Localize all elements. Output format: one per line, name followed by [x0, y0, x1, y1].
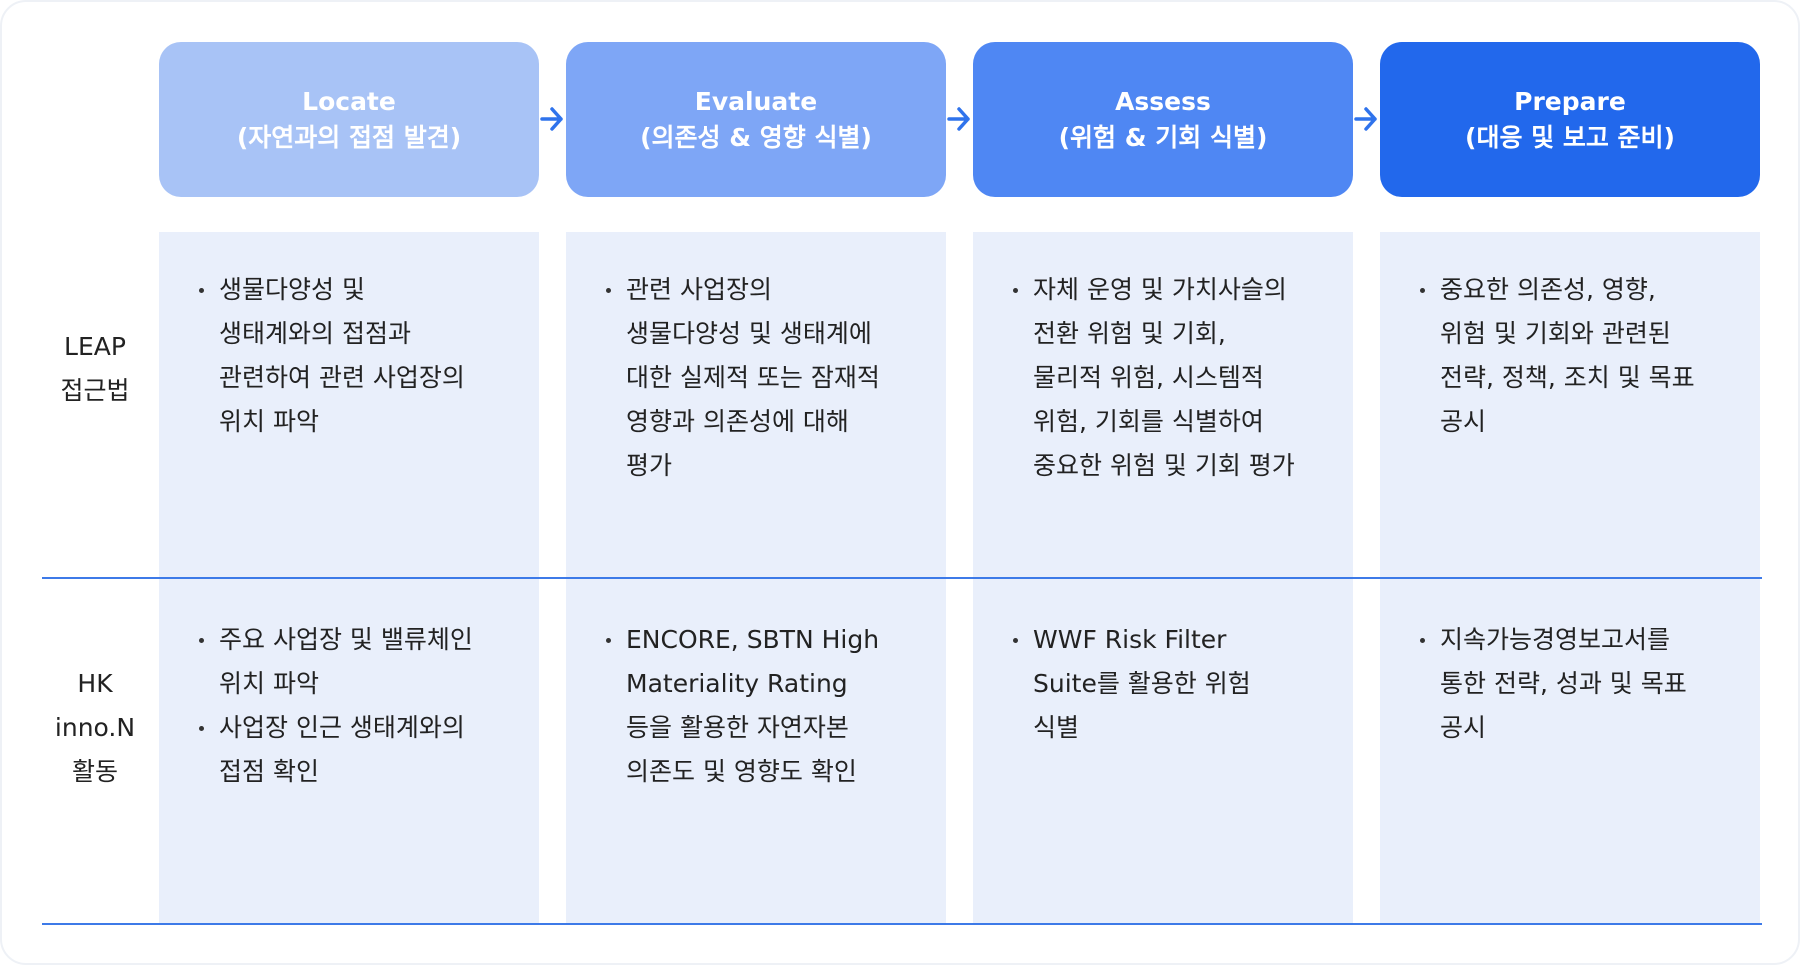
step-subtitle: (자연과의 접점 발견)	[236, 122, 462, 152]
step-name: Locate	[302, 86, 396, 116]
leap-prepare-cell: 중요한 의존성, 영향,위험 및 기회와 관련된 전략, 정책, 조치 및 목표…	[1420, 268, 1720, 444]
row-label-leap: LEAP 접근법	[60, 332, 130, 405]
bullet-item: 중요한 의존성, 영향,위험 및 기회와 관련된 전략, 정책, 조치 및 목표…	[1420, 268, 1720, 444]
step-header-evaluate: Evaluate (의존성 & 영향 식별)	[566, 42, 946, 197]
step-header-locate: Locate (자연과의 접점 발견)	[159, 42, 539, 197]
row-label-hk-innon: HK inno.N 활동	[54, 669, 136, 786]
arrow-right-icon	[540, 107, 563, 131]
step-name: Prepare	[1514, 86, 1626, 116]
step-subtitle: (대응 및 보고 준비)	[1465, 122, 1675, 152]
step-name: Evaluate	[694, 86, 818, 116]
row-divider	[42, 577, 1762, 579]
step-subtitle: (위험 & 기회 식별)	[1058, 122, 1268, 152]
row-divider-bottom	[42, 923, 1762, 925]
step-name: Assess	[1115, 86, 1211, 116]
step-header-prepare: Prepare (대응 및 보고 준비)	[1380, 42, 1760, 197]
step-header-assess: Assess (위험 & 기회 식별)	[973, 42, 1353, 197]
arrow-right-icon	[947, 107, 970, 131]
step-subtitle: (의존성 & 영향 식별)	[640, 122, 872, 152]
arrow-right-icon	[1354, 107, 1377, 131]
